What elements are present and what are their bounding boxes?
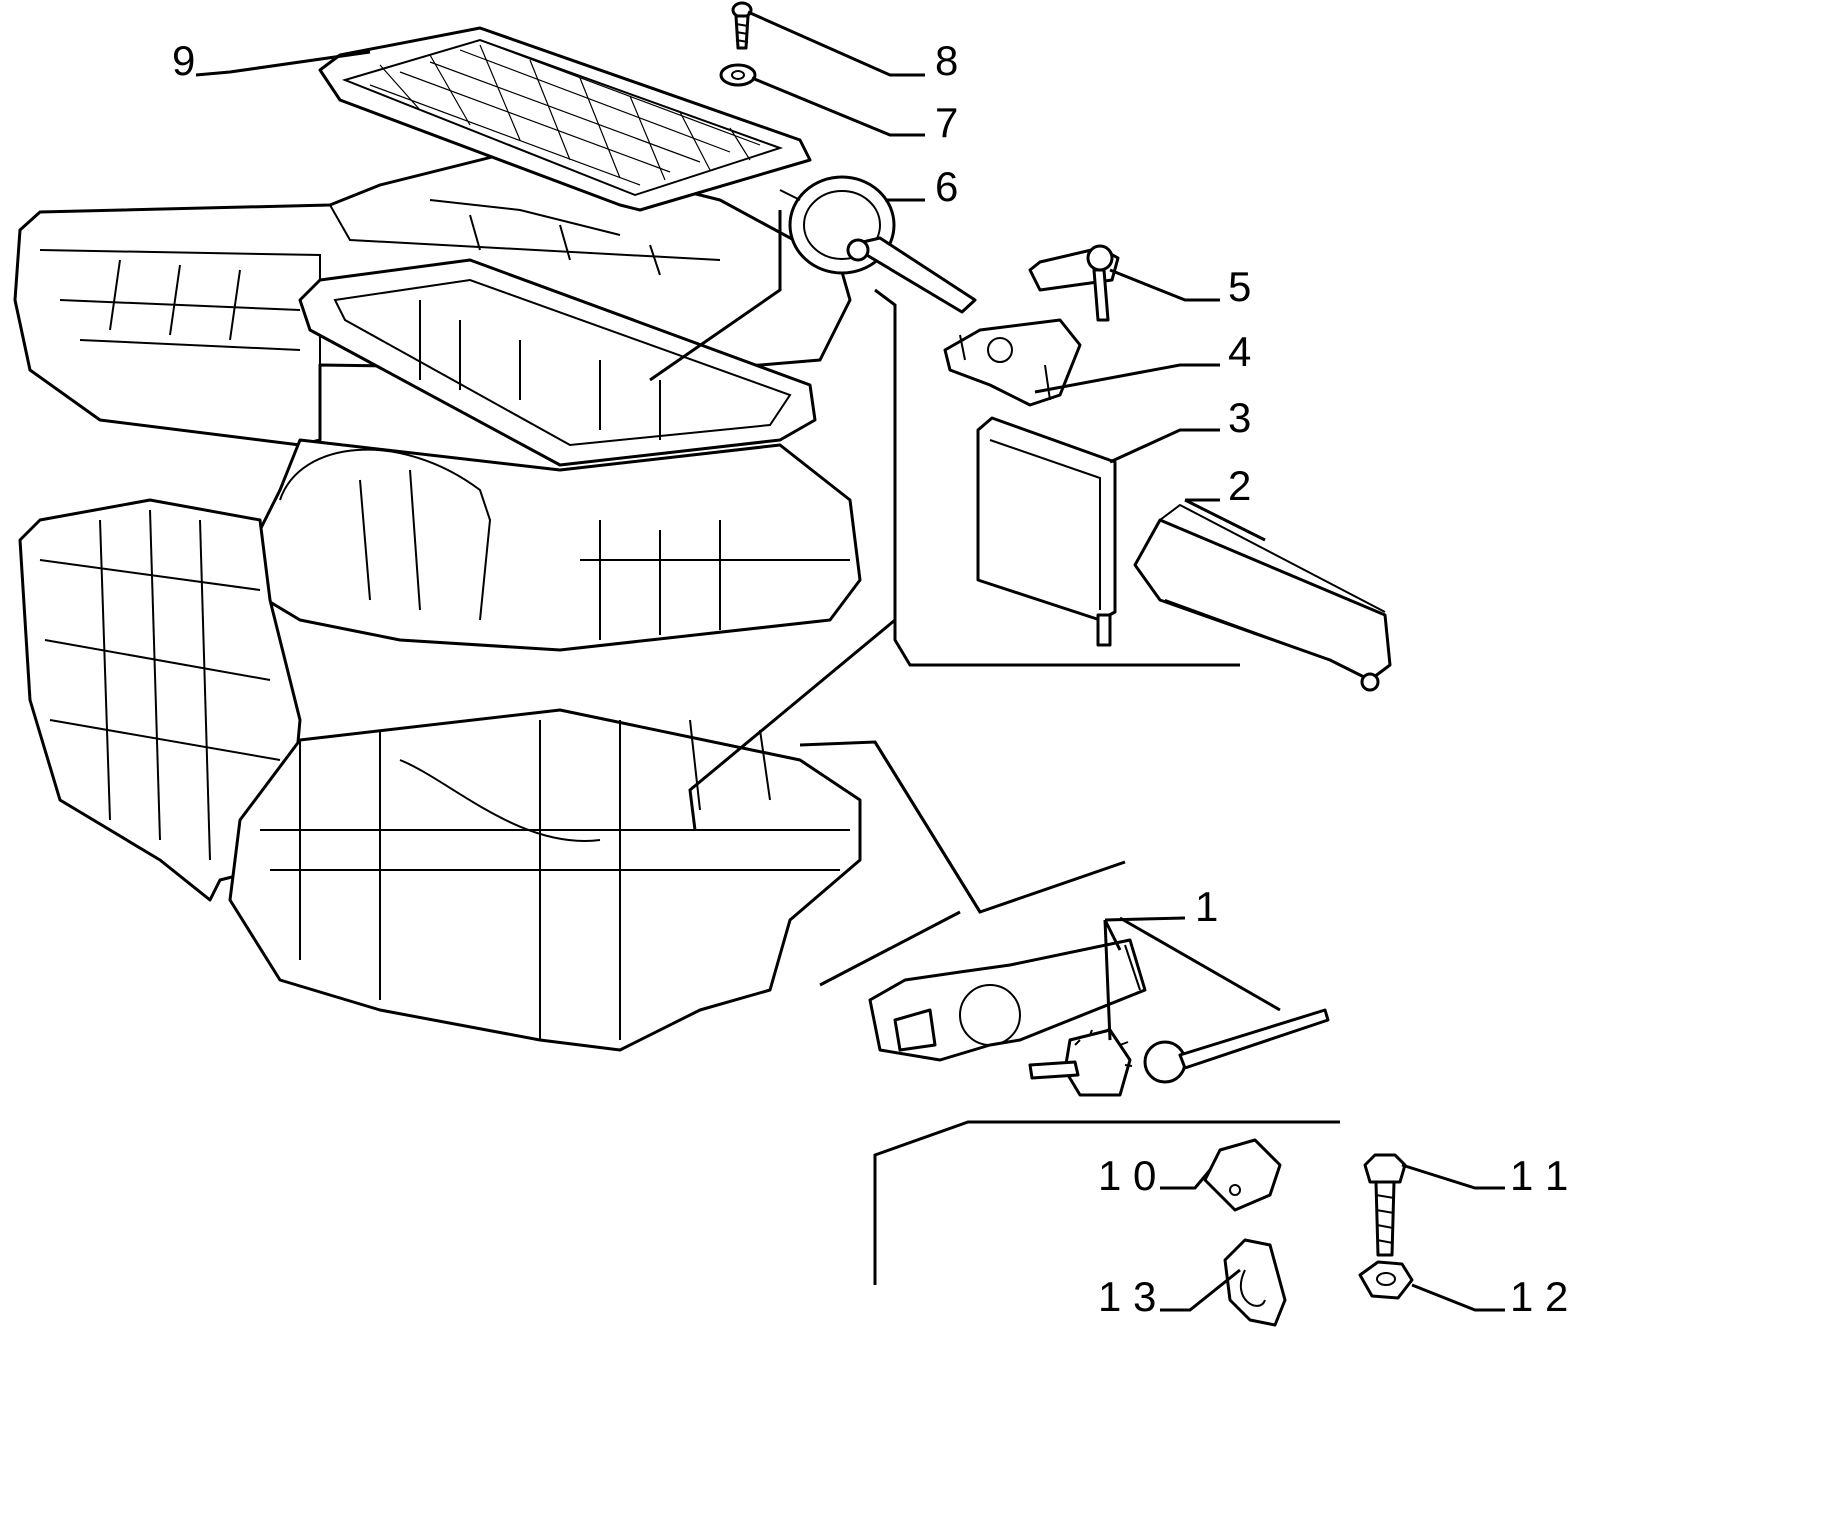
- label-part-9: 9: [172, 37, 195, 84]
- label-part-3: 3: [1228, 394, 1251, 441]
- label-part-4: 4: [1228, 328, 1251, 375]
- part-10-clip: [1203, 1138, 1282, 1212]
- label-part-7: 7: [935, 99, 958, 146]
- part-12-nut: [1358, 1260, 1414, 1300]
- part-8-screw: [731, 1, 753, 50]
- label-part-5: 5: [1228, 263, 1251, 310]
- part-4-bracket: [943, 318, 1082, 407]
- leader-lines: [195, 10, 1505, 1312]
- part-13-clamp: [1223, 1238, 1287, 1327]
- heater-housing-assembly: [13, 148, 862, 1052]
- part-7-washer: [719, 63, 757, 87]
- part-2-flap: [1133, 503, 1392, 692]
- label-part-13: 1 3: [1098, 1273, 1156, 1320]
- part-1-actuator-motor: [868, 938, 1330, 1097]
- label-part-6: 6: [935, 163, 958, 210]
- label-part-2: 2: [1228, 462, 1251, 509]
- label-part-12: 1 2: [1510, 1273, 1568, 1320]
- label-part-1: 1: [1195, 883, 1218, 930]
- callout-labels: 9 8 7 6 5 4 3 2 1 1 0 1 1 1 2 1 3: [172, 37, 1568, 1320]
- part-6-vacuum-actuator: [779, 175, 977, 314]
- label-part-10: 1 0: [1098, 1152, 1156, 1199]
- exploded-parts-diagram: 9 8 7 6 5 4 3 2 1 1 0 1 1 1 2 1 3: [13, 1, 1568, 1327]
- part-5-lever: [1028, 244, 1120, 322]
- part-9-filter-cover: [318, 26, 812, 212]
- part-11-bolt: [1363, 1153, 1407, 1257]
- label-part-11: 1 1: [1510, 1152, 1568, 1199]
- part-3-heater-core: [976, 416, 1117, 647]
- label-part-8: 8: [935, 37, 958, 84]
- grouping-brackets: [649, 210, 1340, 1285]
